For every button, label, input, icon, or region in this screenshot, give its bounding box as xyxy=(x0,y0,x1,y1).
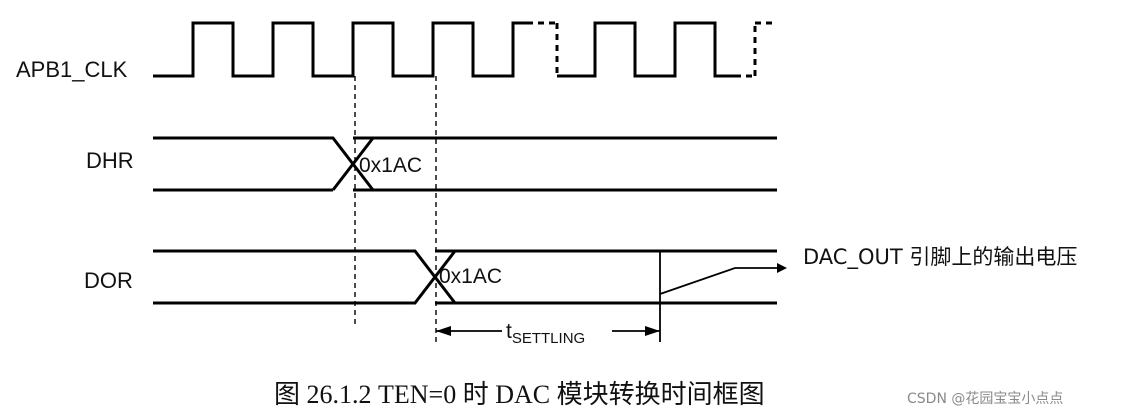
output-arrow xyxy=(659,263,787,295)
dor-bus-crossing xyxy=(153,249,457,305)
dor-value: 0x1AC xyxy=(439,265,502,288)
figure-caption: 图 26.1.2 TEN=0 时 DAC 模块转换时间框图 xyxy=(274,380,765,409)
settling-label: tSETTLING xyxy=(506,320,585,347)
dhr-value: 0x1AC xyxy=(359,154,422,177)
apb1-clk-label: APB1_CLK xyxy=(16,57,128,82)
settling-label-bg xyxy=(502,316,612,346)
apb1-clk-waveform-continued xyxy=(557,21,735,78)
settling-arrow-right xyxy=(645,326,660,336)
apb1-clk-waveform xyxy=(153,21,527,78)
dor-label: DOR xyxy=(84,268,133,293)
settling-arrow-left xyxy=(436,326,451,336)
watermark: CSDN @花园宝宝小点点 xyxy=(907,391,1063,407)
dhr-label: DHR xyxy=(86,148,134,173)
settling-subscript: SETTLING xyxy=(512,330,585,347)
settling-t: t xyxy=(506,320,512,343)
dac-out-label: DAC_OUT 引脚上的输出电压 xyxy=(803,245,1077,270)
dhr-bus-top xyxy=(153,136,375,191)
